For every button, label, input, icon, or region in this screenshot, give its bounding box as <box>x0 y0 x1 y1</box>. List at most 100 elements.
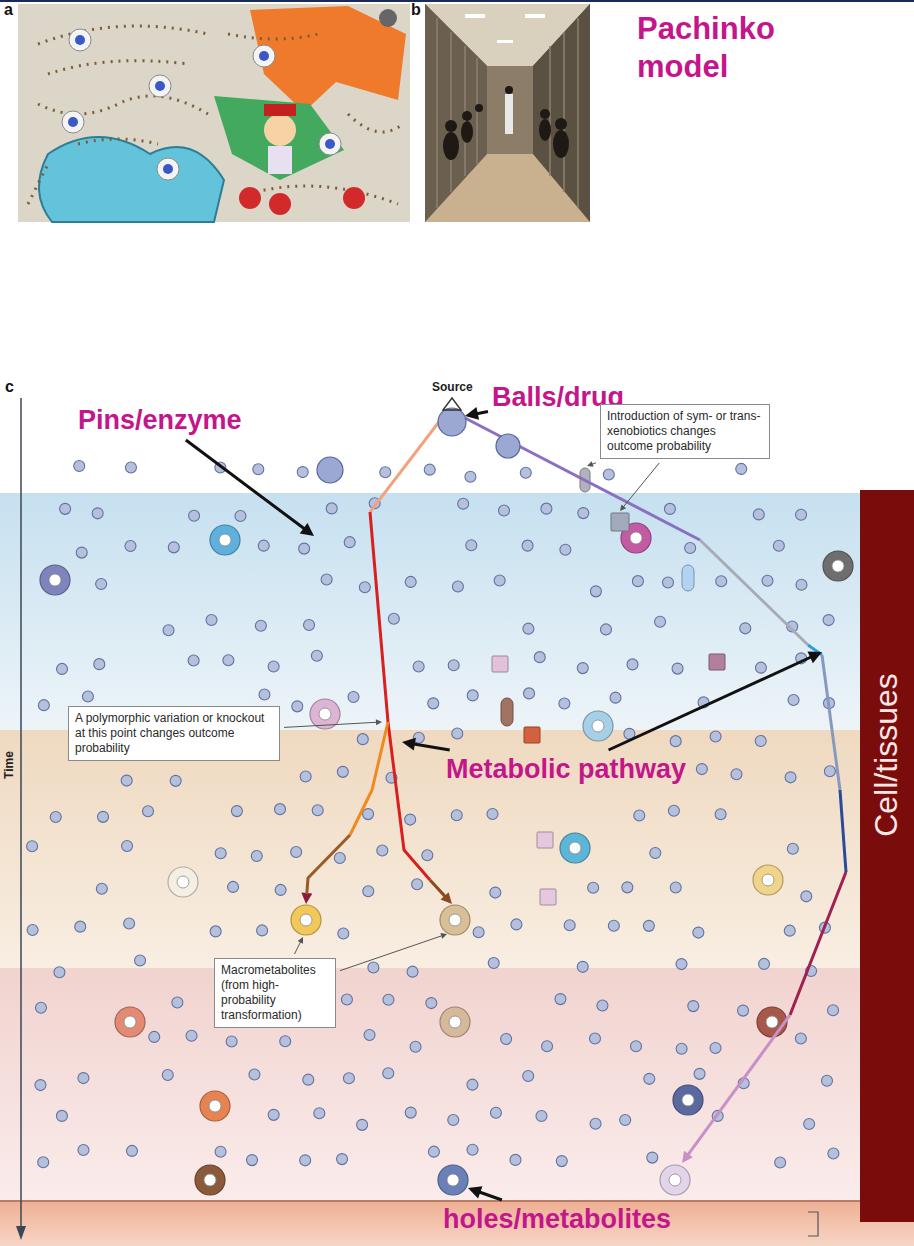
pin <box>170 775 181 786</box>
pin <box>215 1146 226 1157</box>
ball <box>496 434 520 458</box>
pin <box>35 1080 46 1091</box>
callout-box: A polymorphic variation or knockout at t… <box>68 706 280 761</box>
pin <box>314 1108 325 1119</box>
pin <box>75 921 86 932</box>
pin <box>210 926 221 937</box>
pin <box>824 766 835 777</box>
hole-centre <box>569 842 581 854</box>
hole-centre <box>762 874 774 886</box>
pin <box>736 463 747 474</box>
photo-back <box>487 66 533 154</box>
photo-ring <box>163 164 173 174</box>
pin <box>299 543 310 554</box>
hole <box>757 1007 787 1037</box>
pin <box>50 812 61 823</box>
pin <box>163 625 174 636</box>
pin <box>206 614 217 625</box>
pin <box>694 1068 705 1079</box>
hole-centre <box>766 1016 778 1028</box>
pin <box>823 615 834 626</box>
pin <box>407 966 418 977</box>
pin <box>74 460 85 471</box>
pin <box>603 469 614 480</box>
ball <box>438 408 466 436</box>
pin <box>775 1157 786 1168</box>
pin <box>670 736 681 747</box>
photo-shape <box>250 6 406 112</box>
pin <box>357 734 368 745</box>
pin <box>364 1030 375 1041</box>
pin <box>608 920 619 931</box>
hole-ring <box>757 1007 787 1037</box>
pathway-segment <box>840 790 846 872</box>
pin <box>292 701 303 712</box>
leader-line <box>340 936 442 971</box>
time-axis <box>20 398 22 1228</box>
hole-ring <box>753 865 783 895</box>
hole-centre <box>124 1016 136 1028</box>
pin <box>804 1118 815 1129</box>
pathway-segment <box>688 1015 790 1155</box>
pin <box>655 616 666 627</box>
pin <box>383 1068 394 1079</box>
hole-centre <box>449 914 461 926</box>
pin <box>630 1041 641 1052</box>
pin <box>275 804 286 815</box>
pin <box>410 1041 421 1052</box>
photo-ring <box>149 75 171 97</box>
pin <box>135 955 146 966</box>
pin <box>291 847 302 858</box>
pin <box>501 1034 512 1045</box>
pin <box>589 1033 600 1044</box>
pin <box>76 547 87 558</box>
hole-centre <box>219 534 231 546</box>
pin <box>249 1069 260 1080</box>
pin <box>710 731 721 742</box>
xenobiotic <box>492 656 508 672</box>
band-label: Cell/tissues <box>869 673 904 837</box>
leader-lines <box>186 407 822 1200</box>
pin <box>215 848 226 859</box>
pin <box>78 1144 89 1155</box>
pin <box>428 698 439 709</box>
pin <box>556 1156 567 1167</box>
hole-ring <box>40 565 70 595</box>
photo-figure <box>268 146 292 174</box>
pathway-head <box>301 893 312 904</box>
leader-line <box>592 463 596 465</box>
hole <box>560 833 590 863</box>
pin <box>487 809 498 820</box>
pin <box>223 655 234 666</box>
pin <box>795 1033 806 1044</box>
pin <box>828 1005 839 1016</box>
pin <box>27 841 38 852</box>
pin <box>555 994 566 1005</box>
pin <box>610 692 621 703</box>
pin <box>78 1073 89 1084</box>
ball <box>317 457 343 483</box>
pin <box>377 845 388 856</box>
pathway-segment <box>370 512 430 880</box>
callout-text: A polymorphic variation or knockout at t… <box>75 711 273 756</box>
pin <box>634 810 645 821</box>
pin <box>762 575 773 586</box>
pin <box>428 1146 439 1157</box>
machine-line <box>563 32 565 192</box>
pin <box>60 503 71 514</box>
photo-person <box>553 130 569 158</box>
machine-line <box>577 18 579 208</box>
pin <box>577 663 588 674</box>
pin <box>424 464 435 475</box>
pin <box>559 698 570 709</box>
nail-row <box>38 26 208 44</box>
pin <box>452 728 463 739</box>
pin <box>560 544 571 555</box>
machine-line <box>549 46 551 176</box>
pin <box>126 1145 137 1156</box>
pin <box>787 843 798 854</box>
pin <box>228 881 239 892</box>
pin <box>577 961 588 972</box>
pin <box>759 958 770 969</box>
